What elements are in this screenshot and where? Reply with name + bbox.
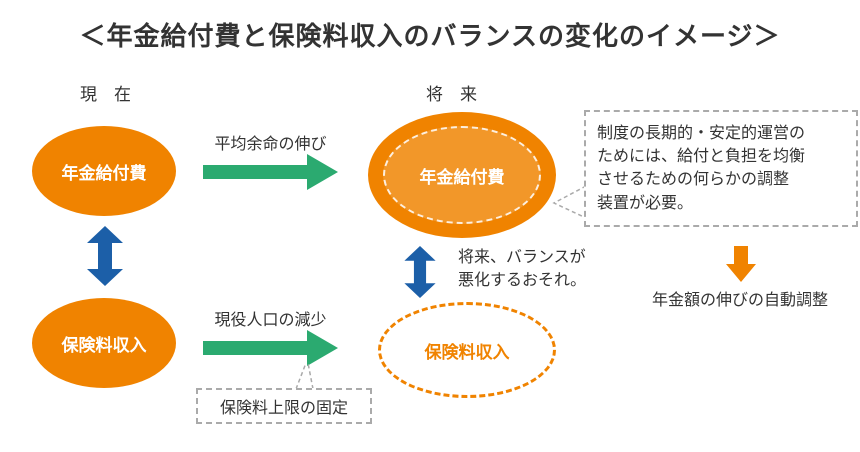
- adjustment-need-box: 制度の長期的・安定的運営の ためには、給付と負担を均衡 させるための何らかの調整…: [584, 110, 858, 227]
- premium-cap-callout-tail: [295, 362, 314, 390]
- auto-adjustment-label: 年金額の伸びの自動調整: [651, 292, 828, 309]
- present-benefit-label: 年金給付費: [61, 163, 147, 183]
- column-label-future: 将 来: [426, 85, 477, 104]
- down-arrow-icon: [726, 246, 756, 282]
- balance-warning-note: 将来、バランスが 悪化するおそれ。: [458, 249, 587, 290]
- present-benefit-ellipse: 年金給付費: [32, 126, 176, 216]
- right-arrow-bottom-icon: [203, 330, 338, 366]
- right-arrow-top-icon: [203, 154, 338, 190]
- balance-arrow-present-icon: [87, 226, 123, 286]
- present-premium-label: 保険料収入: [61, 335, 147, 355]
- premium-cap-box: 保険料上限の固定: [196, 388, 372, 424]
- diagram-title: ＜年金給付費と保険料収入のバランスの変化のイメージ＞: [79, 21, 781, 51]
- future-premium-ellipse: 保険料収入: [378, 302, 556, 398]
- life-expectancy-label: 平均余命の伸び: [214, 136, 327, 153]
- adjustment-callout-tail: [552, 185, 587, 219]
- balance-arrow-future-icon: [404, 246, 436, 298]
- future-premium-label: 保険料収入: [424, 342, 510, 362]
- working-population-label: 現役人口の減少: [214, 312, 327, 329]
- future-benefit-inner-dashed-ellipse: [383, 126, 541, 224]
- future-benefit-label: 年金給付費: [419, 167, 505, 187]
- present-premium-ellipse: 保険料収入: [32, 298, 176, 388]
- future-benefit-ellipse: 年金給付費: [368, 112, 556, 238]
- column-label-present: 現 在: [80, 85, 131, 104]
